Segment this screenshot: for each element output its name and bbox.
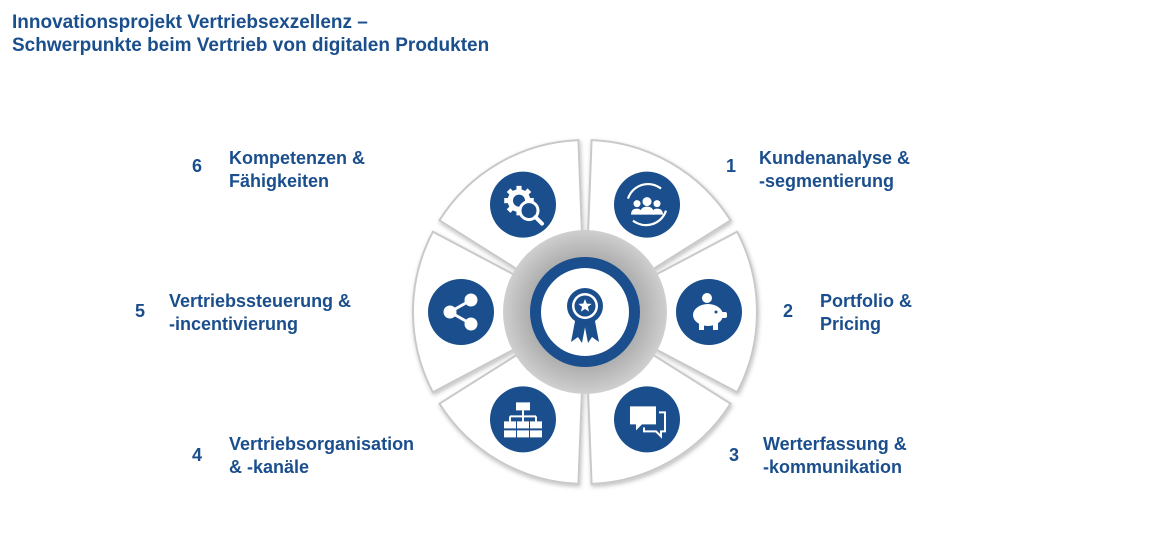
segment-3-number: 3 <box>729 445 740 465</box>
segment-3-label: Werterfassung & -kommunikation <box>763 434 907 477</box>
title-line-1: Innovationsprojekt Vertriebsexzellenz – <box>12 12 368 33</box>
segment-4-label: Vertriebsorganisation & -kanäle <box>229 434 415 477</box>
chat-bubbles-icon <box>614 386 680 453</box>
title-line-2: Schwerpunkte beim Vertrieb von digitalen… <box>12 35 490 56</box>
piggy-bank-icon <box>676 279 742 345</box>
segment-4-number: 4 <box>192 445 203 465</box>
segment-6-number: 6 <box>192 156 203 176</box>
segment-1-label: Kundenanalyse & -segmentierung <box>759 148 911 191</box>
segment-6-label: Kompetenzen & Fähigkeiten <box>229 148 366 191</box>
segment-5-number: 5 <box>135 301 146 321</box>
org-chart-icon <box>490 386 556 453</box>
award-ribbon-icon <box>567 288 603 343</box>
segment-2-number: 2 <box>783 301 794 321</box>
segment-2-label: Portfolio & Pricing <box>820 291 912 334</box>
gear-search-icon <box>490 171 556 238</box>
share-network-icon <box>428 279 494 345</box>
page-title: Innovationsprojekt Vertriebsexzellenz – … <box>12 11 489 57</box>
customer-group-icon <box>614 171 680 238</box>
segment-5-label: Vertriebssteuerung & -incentivierung <box>169 291 352 334</box>
segment-1-number: 1 <box>726 156 737 176</box>
